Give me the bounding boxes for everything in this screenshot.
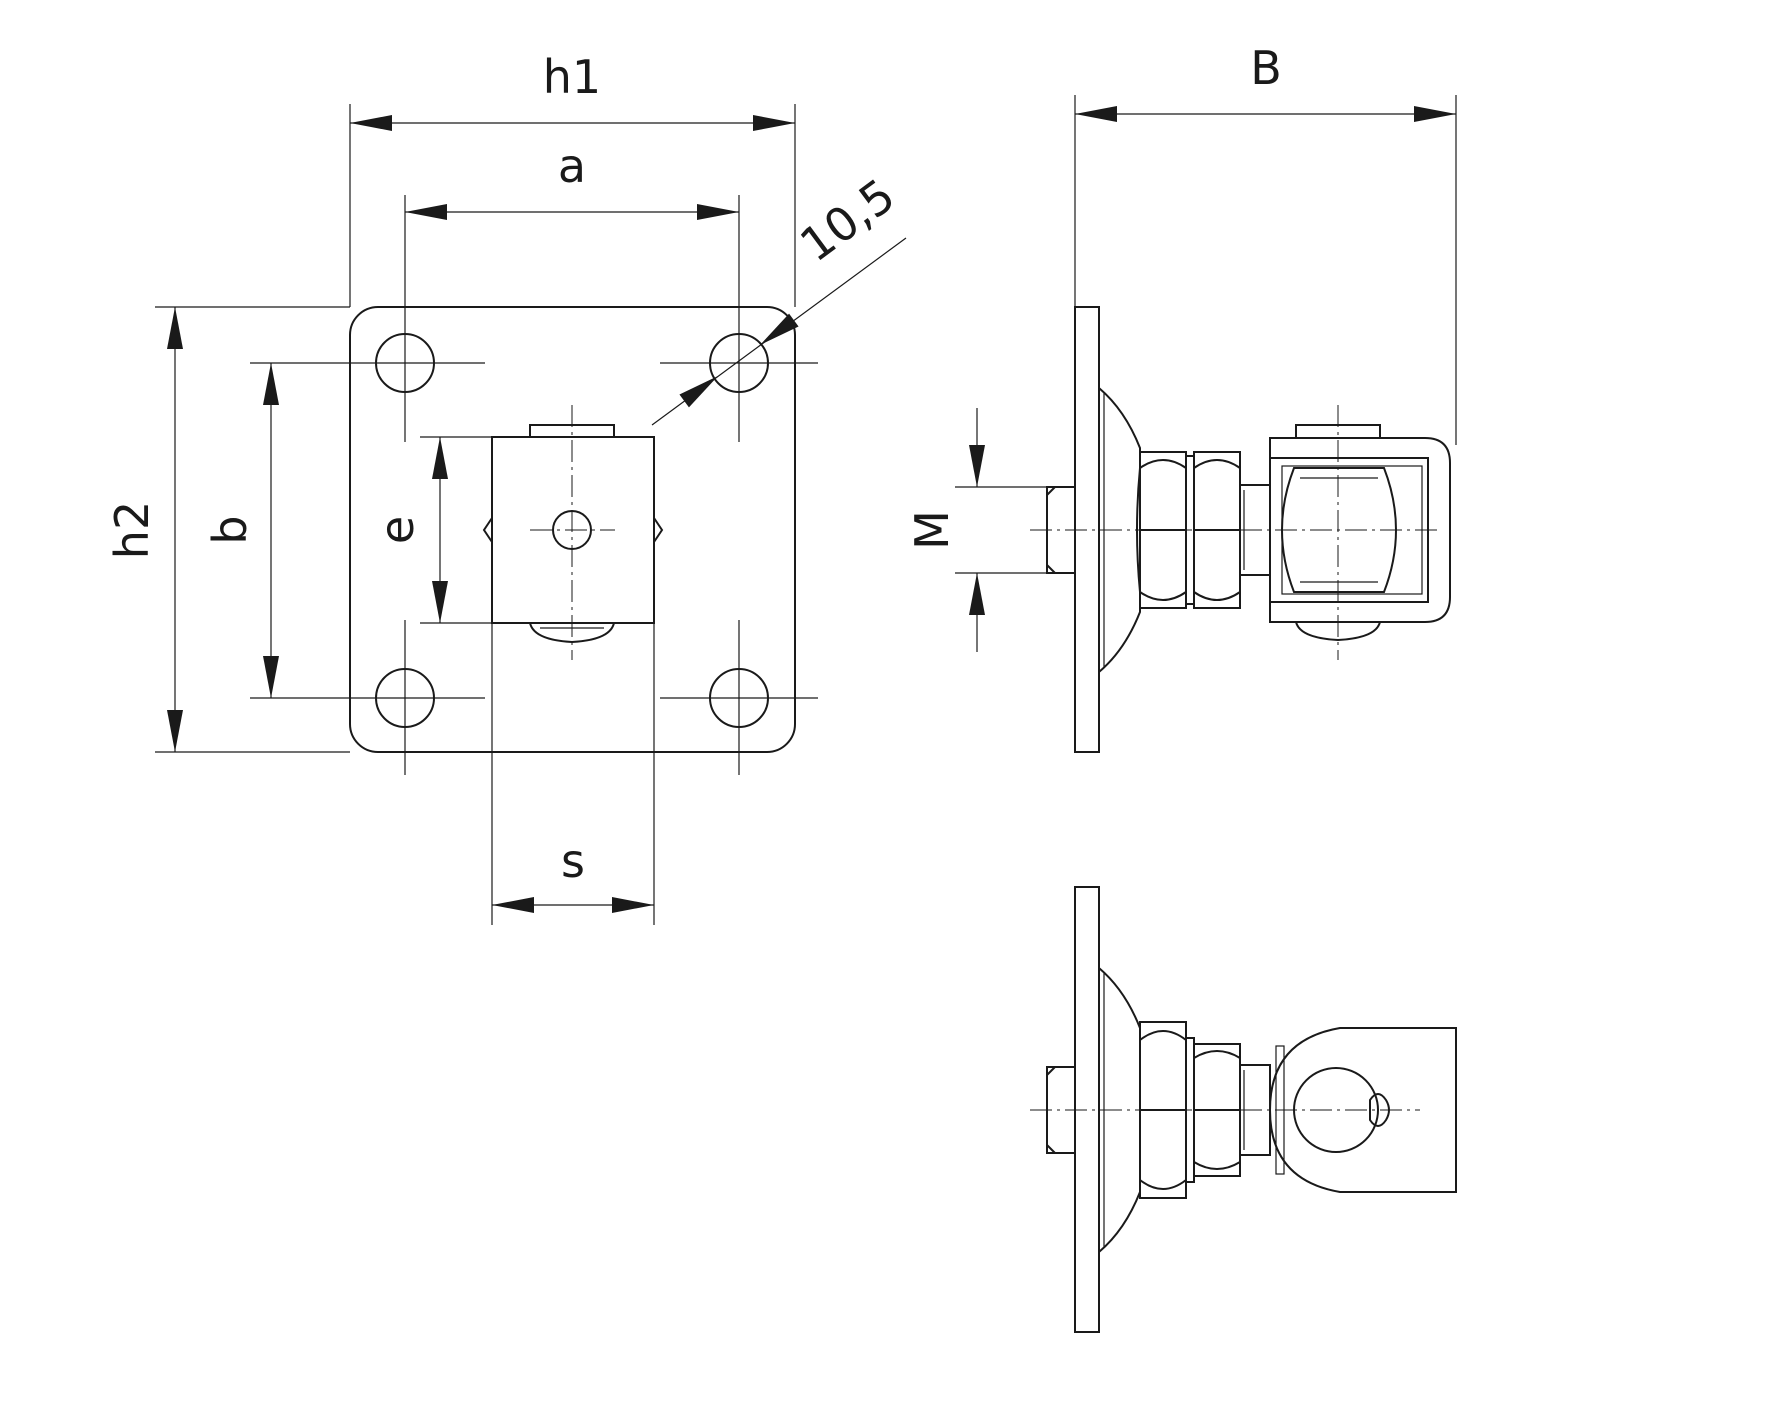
dimension-e: e (370, 436, 492, 624)
hinge-block-front (482, 405, 664, 660)
dimension-h2: h2 (105, 306, 350, 753)
label-e: e (370, 516, 424, 544)
label-b: b (203, 515, 257, 544)
label-h2: h2 (105, 501, 159, 559)
dimension-b: b (203, 363, 279, 698)
dimension-M: M (905, 408, 1047, 652)
label-M: M (905, 510, 959, 550)
label-B: B (1250, 41, 1282, 95)
label-a: a (558, 139, 586, 193)
dimension-B: B (1074, 41, 1457, 445)
mounting-plate (349, 306, 796, 753)
bottom-view (1030, 886, 1457, 1333)
dimension-a: a (405, 139, 739, 220)
front-view: h1 a 10,5 h2 b (105, 50, 907, 925)
side-view: B M (905, 41, 1457, 753)
dimension-hole-diameter: 10,5 (651, 168, 907, 426)
label-hole-diameter: 10,5 (790, 168, 904, 272)
dimension-h1: h1 (349, 50, 796, 307)
dimension-s: s (491, 623, 655, 925)
label-h1: h1 (543, 50, 601, 104)
label-s: s (561, 834, 585, 888)
mounting-holes (250, 195, 818, 775)
